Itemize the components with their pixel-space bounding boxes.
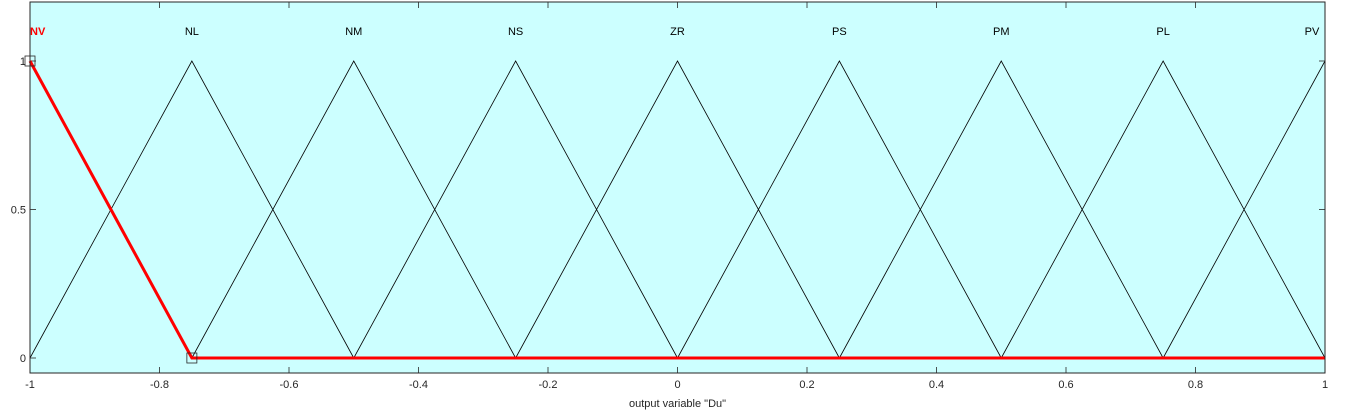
mf-label-ps[interactable]: PS xyxy=(832,26,847,38)
y-tick-label: 1 xyxy=(20,56,26,68)
x-tick-label: -0.4 xyxy=(409,379,428,391)
mf-label-pv[interactable]: PV xyxy=(1305,26,1320,38)
mf-label-nm[interactable]: NM xyxy=(345,26,362,38)
plot-area[interactable] xyxy=(30,2,1325,373)
mf-curve-ps[interactable] xyxy=(677,60,1002,359)
x-tick-label: 0.6 xyxy=(1058,379,1073,391)
mf-label-nl[interactable]: NL xyxy=(185,26,199,38)
y-tick-label: 0.5 xyxy=(11,205,26,217)
membership-curves xyxy=(29,60,1326,359)
mf-label-pl[interactable]: PL xyxy=(1156,26,1169,38)
x-tick-label: 0.2 xyxy=(799,379,814,391)
plot-frame xyxy=(29,1,1326,374)
mf-curve-zr[interactable] xyxy=(515,60,840,359)
mf-label-nv[interactable]: NV xyxy=(30,26,46,38)
x-tick-label: 1 xyxy=(1322,379,1328,391)
x-tick-label: -0.2 xyxy=(539,379,558,391)
y-tick-labels: 00.51 xyxy=(11,56,26,365)
mf-curve-nl[interactable] xyxy=(29,60,355,359)
mf-curve-pv[interactable] xyxy=(1162,60,1326,359)
mf-label-pm[interactable]: PM xyxy=(993,26,1010,38)
mf-curve-nv[interactable] xyxy=(28,60,1325,360)
mf-curve-nm[interactable] xyxy=(191,60,516,359)
x-tick-labels: -1 -0.8 -0.6 -0.4 -0.2 0 0.2 0.4 0.6 0.8 1 xyxy=(25,379,1328,391)
mf-label-zr[interactable]: ZR xyxy=(670,26,685,38)
mf-curve-pm[interactable] xyxy=(839,60,1164,359)
x-tick-label: 0 xyxy=(674,379,680,391)
x-tick-label: -1 xyxy=(25,379,35,391)
mf-vertex-handle[interactable] xyxy=(186,352,198,364)
x-tick-label: 0.8 xyxy=(1188,379,1203,391)
mf-label-ns[interactable]: NS xyxy=(508,26,523,38)
curve-labels: NV NL NM NS ZR PS PM PL PV xyxy=(30,26,1320,38)
x-tick-label: -0.8 xyxy=(150,379,169,391)
x-tick-label: -0.6 xyxy=(280,379,299,391)
mf-curve-ns[interactable] xyxy=(353,60,678,359)
x-axis-label: output variable "Du" xyxy=(629,398,726,410)
y-tick-label: 0 xyxy=(20,353,26,365)
mf-curve-pl[interactable] xyxy=(1000,60,1326,359)
x-tick-label: 0.4 xyxy=(929,379,944,391)
